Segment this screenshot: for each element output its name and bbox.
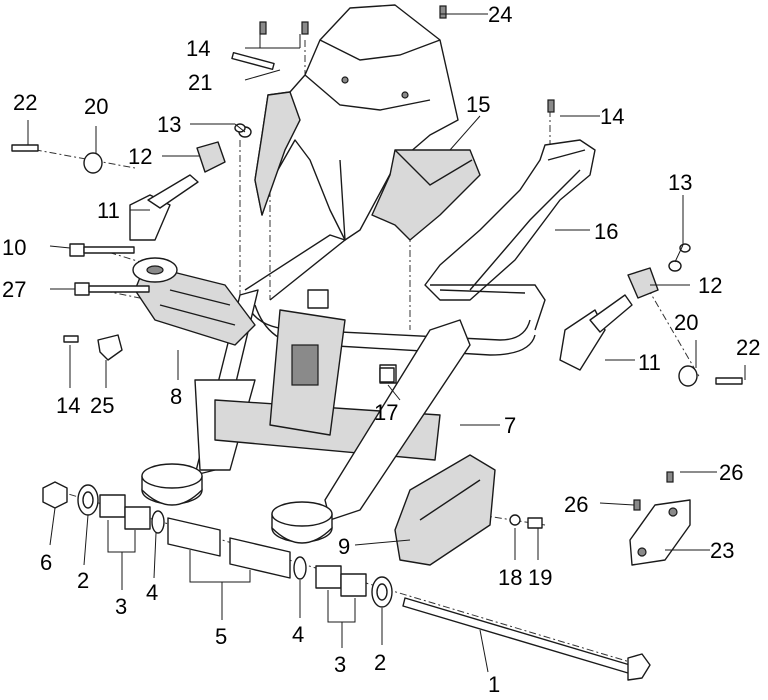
callout-19: 19 [528, 565, 552, 590]
callout-13-right: 13 [668, 170, 692, 195]
callout-23: 23 [710, 538, 734, 563]
mounting-plate [629, 471, 691, 566]
axle-stack [42, 481, 651, 681]
callout-labels: 1 2 2 3 3 4 4 5 6 7 8 9 10 11 11 12 12 1… [2, 2, 760, 697]
swingarm [141, 234, 546, 544]
left-bracket-group [11, 5, 555, 241]
fender-bracket [371, 149, 481, 241]
callout-22-right: 22 [736, 335, 760, 360]
callout-17: 17 [374, 400, 398, 425]
callout-25: 25 [90, 393, 114, 418]
callout-12-left: 12 [128, 144, 152, 169]
callout-14-left: 14 [56, 393, 80, 418]
callout-5: 5 [215, 624, 227, 649]
callout-7: 7 [504, 413, 516, 438]
callout-11-left: 11 [97, 198, 120, 223]
callout-3-left: 3 [115, 594, 127, 619]
callout-22-left: 22 [13, 90, 37, 115]
chain-slider [394, 454, 496, 566]
callout-26-left: 26 [564, 492, 588, 517]
callout-8: 8 [170, 384, 182, 409]
callout-6: 6 [40, 550, 52, 575]
callout-16: 16 [594, 219, 618, 244]
callout-12-right: 12 [698, 273, 722, 298]
chain-guard [424, 139, 596, 301]
leader-lines [27, 13, 746, 673]
callout-4-left: 4 [146, 580, 158, 605]
callout-9: 9 [338, 534, 350, 559]
callout-2-left: 2 [77, 568, 89, 593]
callout-13-left: 13 [157, 112, 181, 137]
shock-absorber [132, 257, 256, 346]
rear-fender [254, 4, 459, 241]
right-bracket-group [559, 243, 743, 387]
callout-2-right: 2 [374, 650, 386, 675]
callout-18: 18 [498, 565, 522, 590]
bolts-left [63, 243, 150, 361]
callout-26-right: 26 [719, 460, 743, 485]
callout-10: 10 [2, 235, 26, 260]
callout-14-right: 14 [600, 104, 624, 129]
callout-4-right: 4 [292, 622, 304, 647]
callout-1: 1 [488, 672, 500, 697]
callout-27: 27 [2, 277, 26, 302]
callout-21: 21 [188, 70, 212, 95]
callout-20-right: 20 [674, 310, 698, 335]
small-parts [379, 367, 543, 529]
callout-15: 15 [466, 92, 490, 117]
callout-24: 24 [488, 2, 512, 27]
callout-3-right: 3 [334, 652, 346, 677]
callout-20-left: 20 [84, 94, 108, 119]
callout-14-top: 14 [186, 36, 210, 61]
callout-11-right: 11 [638, 350, 661, 375]
